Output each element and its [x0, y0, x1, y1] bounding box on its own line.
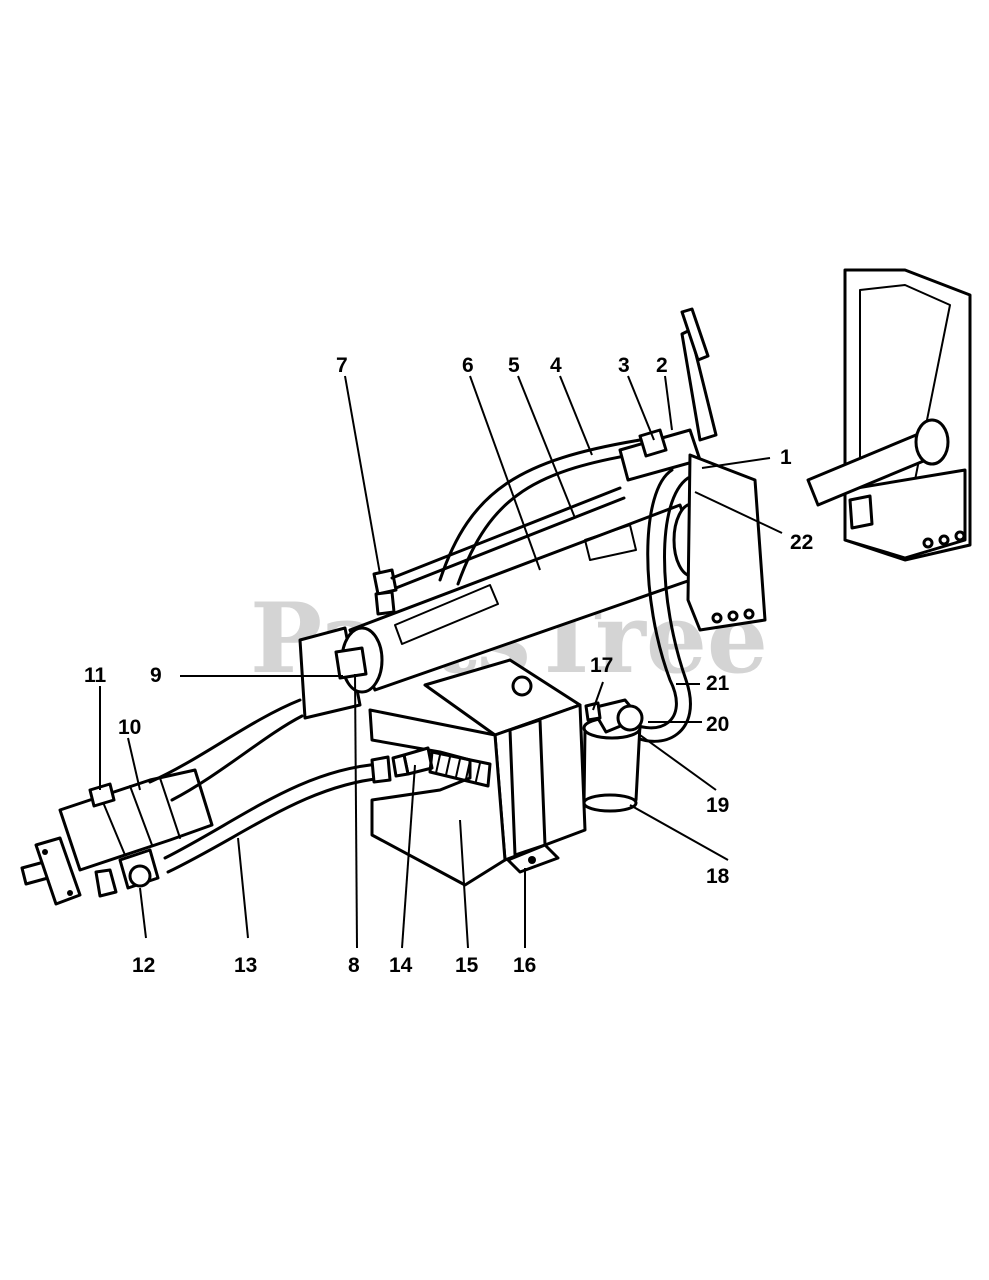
valve-bracket	[686, 453, 767, 632]
callout-7: 7	[336, 354, 348, 377]
callout-10: 10	[118, 716, 141, 739]
callout-17: 17	[590, 654, 613, 677]
pump-assembly	[20, 768, 214, 906]
callout-19: 19	[706, 794, 729, 817]
reservoir-tank	[368, 658, 587, 887]
callout-1: 1	[780, 446, 792, 469]
callout-6: 6	[462, 354, 474, 377]
callout-16: 16	[513, 954, 536, 977]
callout-18: 18	[706, 865, 730, 888]
oil-filter	[582, 698, 644, 813]
callout-4: 4	[550, 354, 562, 377]
pressure-hose	[163, 762, 382, 860]
callout-15: 15	[455, 954, 479, 977]
leader-lines	[99, 375, 783, 949]
callout-8: 8	[348, 954, 360, 977]
callout-12: 12	[132, 954, 155, 977]
callout-5: 5	[508, 354, 520, 377]
callout-22: 22	[790, 531, 813, 554]
callout-labels: 1 2 3 4 5 6 7 8 9 10 11 12 13 14 15 16 1…	[84, 354, 813, 977]
callout-13: 13	[234, 954, 257, 977]
callout-3: 3	[618, 354, 630, 377]
beam-mount	[806, 268, 972, 562]
callout-2: 2	[656, 354, 668, 377]
callout-14: 14	[389, 954, 413, 977]
suction-hose	[148, 698, 302, 784]
callout-21: 21	[706, 672, 730, 695]
callout-20: 20	[706, 713, 729, 736]
callout-9: 9	[150, 664, 162, 687]
callout-11: 11	[84, 664, 107, 687]
return-hose	[623, 468, 678, 730]
